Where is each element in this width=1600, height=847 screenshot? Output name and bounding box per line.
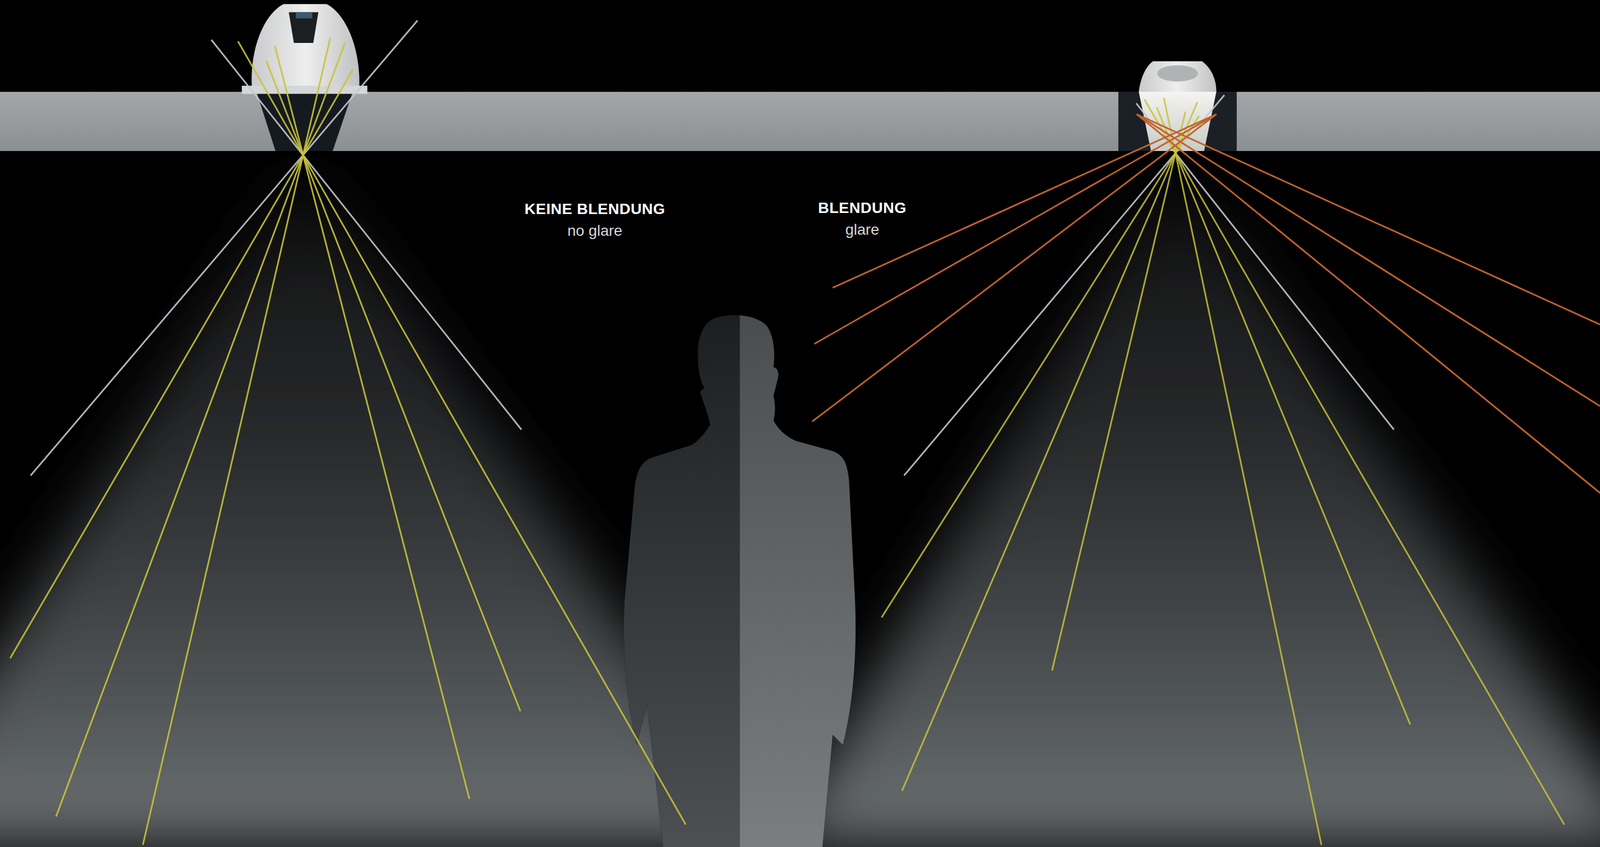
glare-heading: KEINE BLENDUNG: [524, 200, 666, 218]
ceiling: [0, 91, 1600, 151]
luminaire-glare: [1118, 61, 1237, 151]
glare-ray: [812, 114, 1217, 421]
light-ray: [1052, 111, 1186, 671]
light-ray: [211, 39, 522, 430]
glare-subtitle: glare: [845, 221, 879, 238]
light-ray: [881, 115, 1199, 617]
light-ray: [142, 38, 331, 846]
glare-subtitle: no glare: [567, 222, 623, 239]
light-ray: [237, 41, 686, 825]
glare-ray: [814, 114, 1217, 344]
glare-ray: [1136, 114, 1600, 406]
light-rays: [10, 20, 1600, 845]
light-ray: [30, 20, 418, 476]
glare-ray: [1136, 114, 1600, 325]
light-ray: [1156, 107, 1411, 725]
light-ray: [1144, 99, 1565, 825]
glare-ray: [1136, 114, 1600, 493]
glare-heading: BLENDUNG: [817, 199, 907, 217]
light-ray: [1163, 97, 1322, 845]
light-ray: [902, 102, 1198, 791]
